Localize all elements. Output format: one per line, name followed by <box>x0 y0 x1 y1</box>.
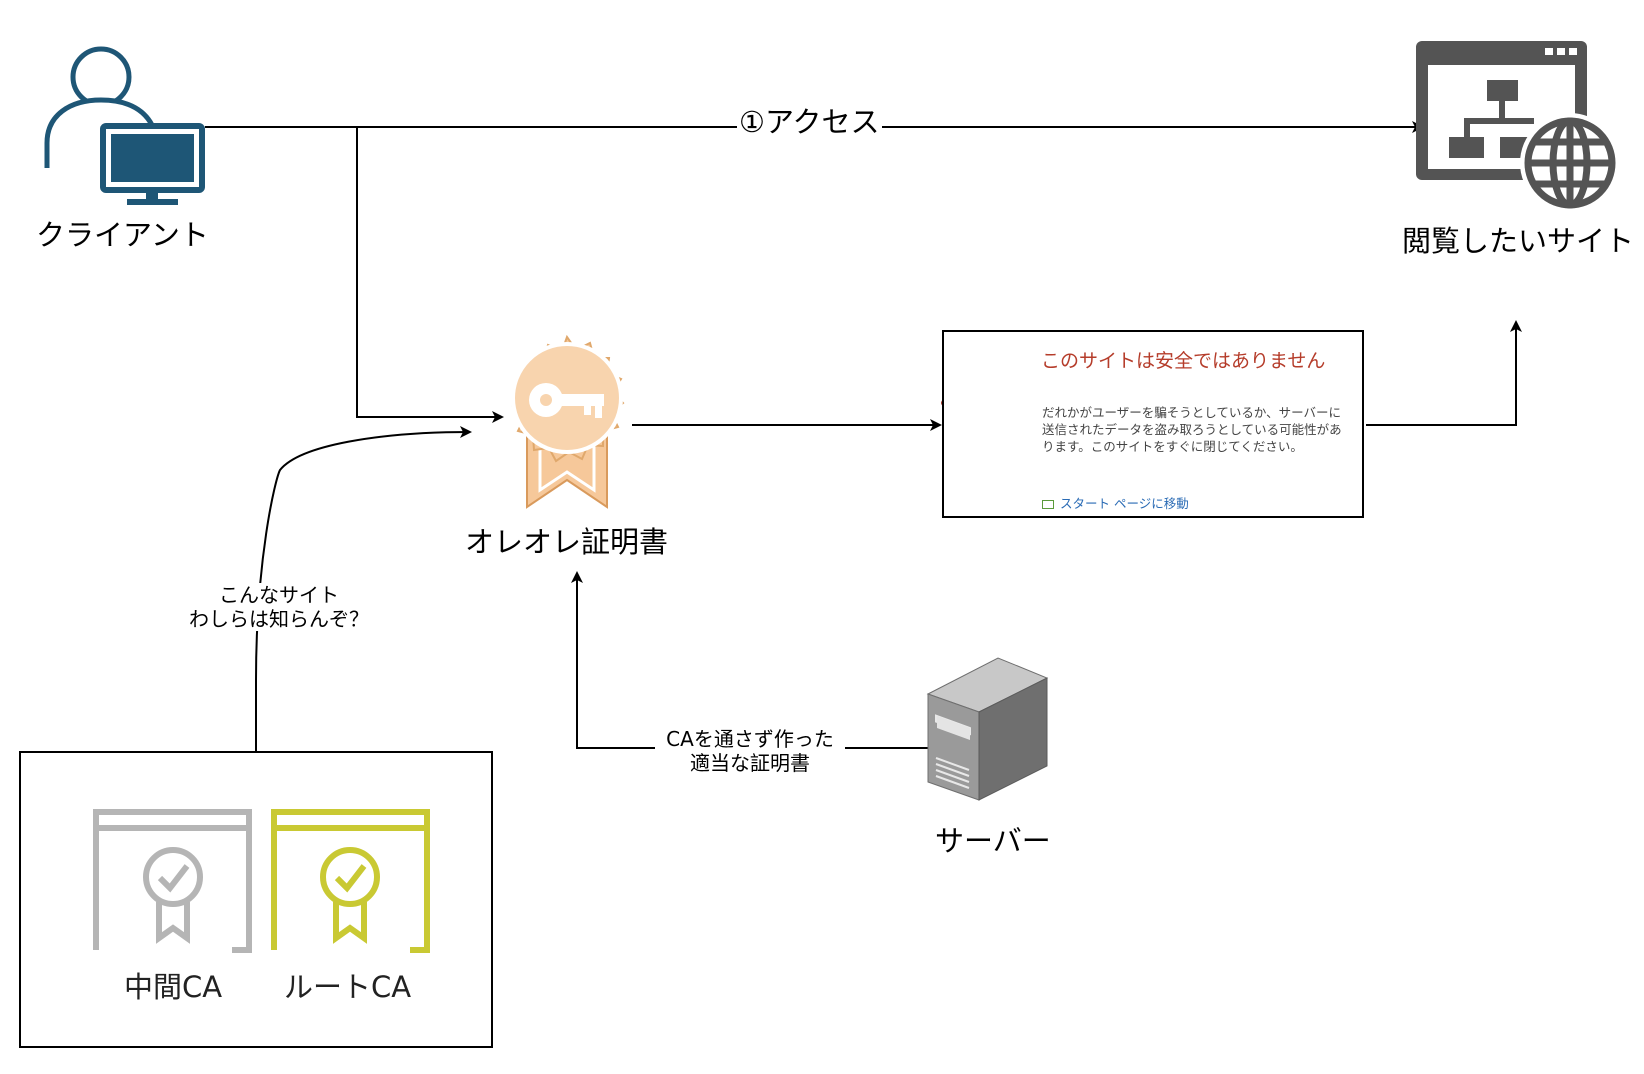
cert-label: オレオレ証明書 <box>465 525 669 559</box>
edge-client-to-cert <box>356 127 504 423</box>
root-ca-label: ルートCA <box>284 970 412 1004</box>
server-cert-line-1: CAを通さず作った <box>666 727 834 751</box>
security-warning-panel: このサイトは安全ではありません だれかがユーザーを騙そうとしているか、サーバーに… <box>942 330 1364 518</box>
start-page-icon <box>1042 500 1054 509</box>
root-ca-certificate-icon <box>271 809 430 953</box>
intermediate-ca-certificate-icon <box>93 809 252 953</box>
start-page-link-text: スタート ページに移動 <box>1060 496 1189 511</box>
edge-server-to-cert <box>571 571 928 749</box>
edge-warning-to-site <box>1366 320 1522 426</box>
certificate-badge-icon <box>511 334 625 509</box>
start-page-link[interactable]: スタート ページに移動 <box>1042 493 1189 512</box>
warning-title: このサイトは安全ではありません <box>1041 350 1326 372</box>
access-edge-label: ①アクセス <box>737 105 882 140</box>
warning-body: だれかがユーザーを騙そうとしているか、サーバーに送信されたデータを盗み取ろうとし… <box>1042 405 1342 454</box>
site-label: 閲覧したいサイト <box>1402 224 1635 258</box>
server-cert-edge-label: CAを通さず作った 適当な証明書 <box>655 727 845 775</box>
server-cert-line-2: 適当な証明書 <box>690 751 810 775</box>
client-user-icon <box>44 46 205 205</box>
ca-unknown-line-1: こんなサイト <box>219 583 339 607</box>
server-tower-icon <box>926 657 1049 801</box>
intermediate-ca-label: 中間CA <box>124 970 223 1004</box>
ca-unknown-edge-label: こんなサイト わしらは知らんぞ？ <box>178 583 380 631</box>
server-label: サーバー <box>935 824 1051 858</box>
ca-group-box <box>19 751 493 1048</box>
client-label: クライアント <box>36 218 209 252</box>
website-globe-icon <box>1416 41 1620 213</box>
ca-unknown-line-2: わしらは知らんぞ？ <box>189 607 369 631</box>
